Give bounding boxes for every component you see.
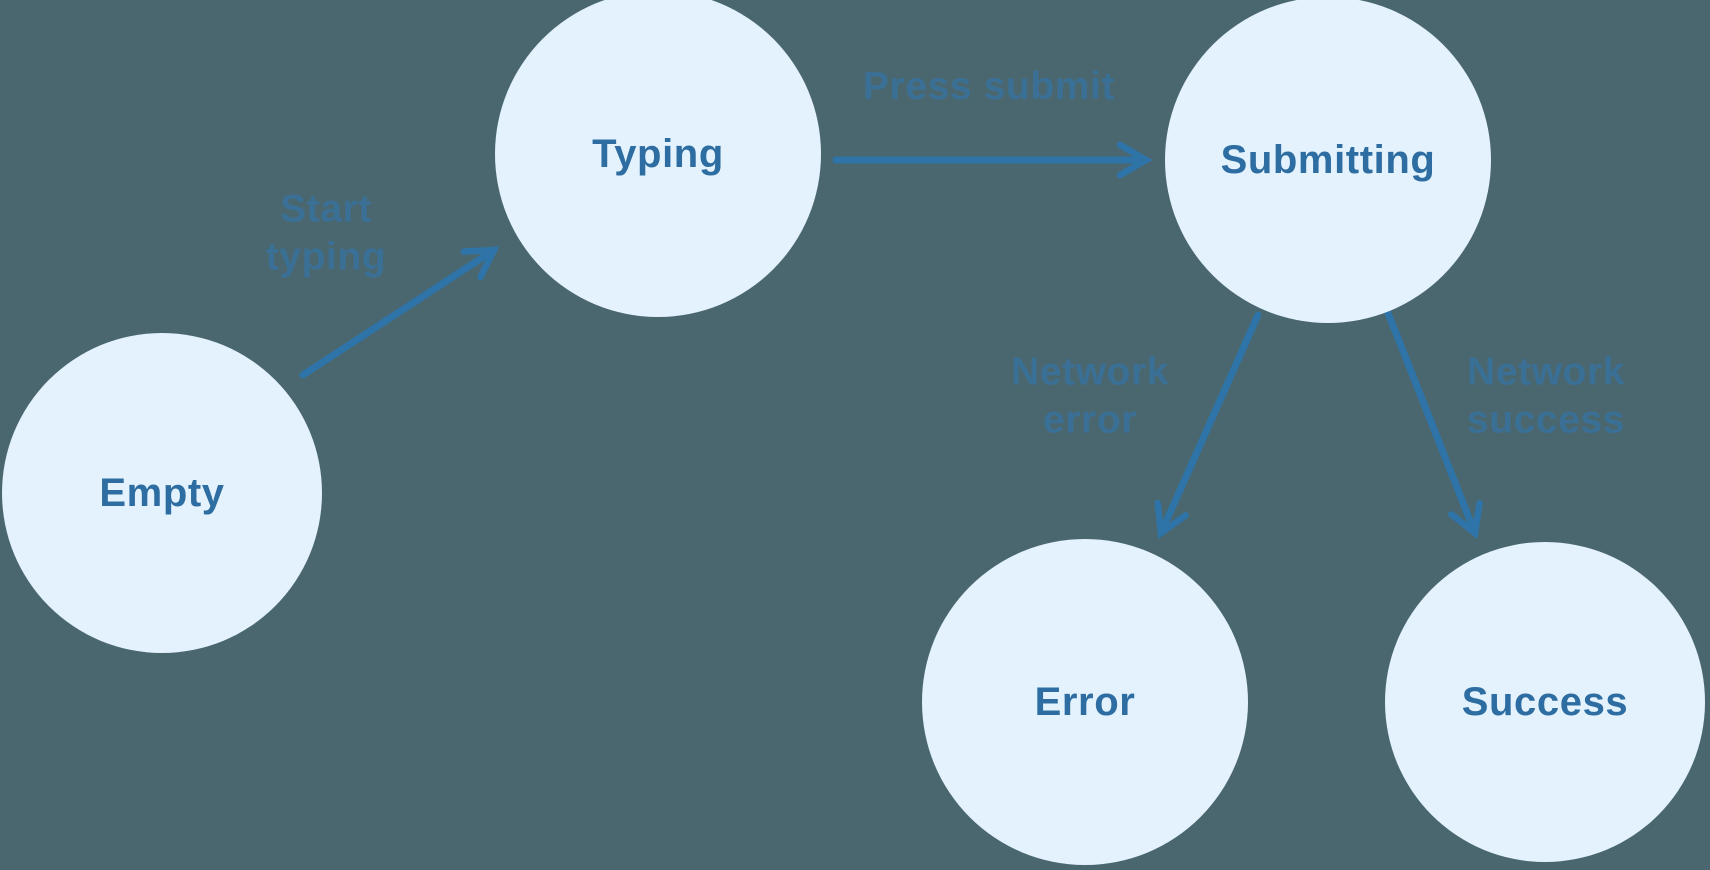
edge-label-network-success: Network success	[1467, 348, 1625, 443]
state-node-label: Success	[1461, 679, 1629, 724]
edge-label-line: typing	[265, 235, 387, 278]
state-node-empty: Empty	[2, 333, 322, 653]
state-node-label: Typing	[592, 131, 724, 176]
state-node-error: Error	[922, 539, 1248, 865]
transition-arrow-submitting-to-error	[1154, 311, 1262, 539]
edge-label-line: Start	[280, 187, 372, 231]
state-node-success: Success	[1385, 542, 1705, 862]
edge-label-press-submit: Press submit	[863, 63, 1115, 111]
state-node-label: Empty	[99, 470, 225, 515]
edge-label-start-typing: Start typing	[266, 185, 387, 280]
state-node-typing: Typing	[495, 0, 821, 317]
edge-label-line: Network	[1010, 350, 1170, 394]
state-node-label: Error	[1034, 679, 1136, 724]
edge-label-line: Network	[1466, 350, 1626, 394]
edge-label-line: error	[1042, 398, 1138, 441]
edge-label-network-error: Network error	[1011, 348, 1169, 443]
state-node-submitting: Submitting	[1165, 0, 1491, 323]
state-node-label: Submitting	[1220, 137, 1436, 182]
transition-arrow-submitting-to-success	[1384, 309, 1483, 540]
edge-label-line: success	[1466, 398, 1626, 441]
edge-label-line: Press submit	[862, 65, 1116, 109]
